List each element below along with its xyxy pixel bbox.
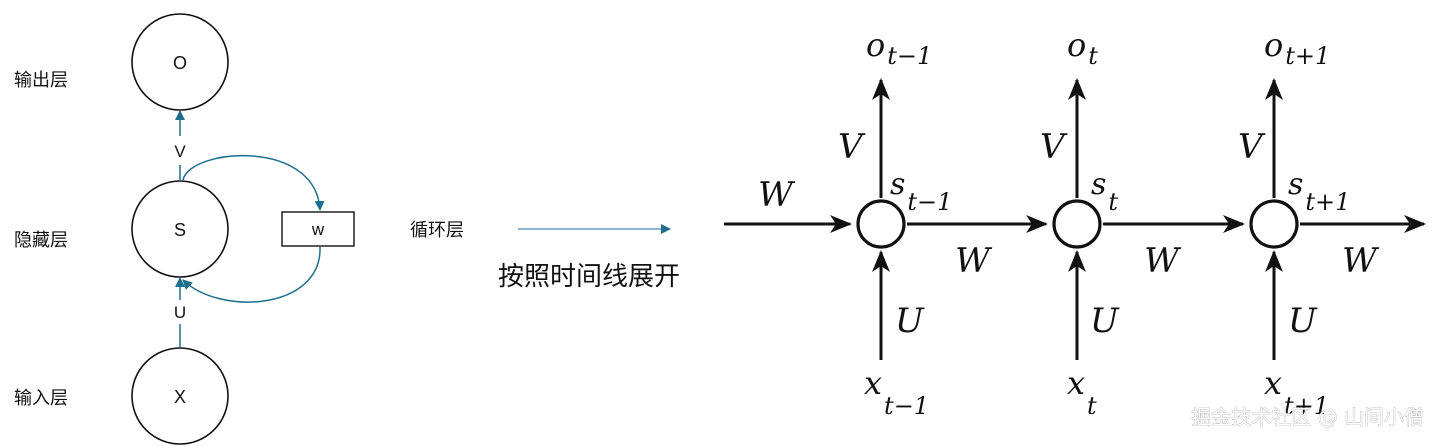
output-label: ot+1 bbox=[1264, 26, 1330, 70]
time-step-t: ot V st W U xt bbox=[1040, 26, 1245, 420]
state-label: st−1 bbox=[890, 167, 952, 216]
input-w-label: W bbox=[758, 175, 796, 215]
recurrent-loop-in bbox=[182, 246, 321, 303]
v-edge-label: V bbox=[174, 142, 186, 161]
w-label: W bbox=[1342, 241, 1380, 281]
time-step-t-plus-1: ot+1 V st+1 W U xt+1 bbox=[1238, 26, 1426, 420]
recurrent-loop-out bbox=[182, 154, 325, 211]
hidden-node-label: S bbox=[174, 220, 186, 240]
state-label: st+1 bbox=[1288, 167, 1350, 216]
u-label: U bbox=[1090, 301, 1120, 341]
v-label: V bbox=[838, 127, 866, 167]
v-label: V bbox=[1040, 127, 1068, 167]
input-label: xt+1 bbox=[1264, 364, 1329, 420]
state-node bbox=[1249, 199, 1299, 249]
u-label: U bbox=[1288, 301, 1318, 341]
time-step-t-minus-1: ot−1 V st−1 W U xt−1 bbox=[838, 26, 1048, 420]
unfold-transition: 按照时间线展开 bbox=[498, 224, 680, 292]
watermark: 掘金技术社区 @ 山间小僧 bbox=[1191, 405, 1424, 429]
u-edge-label: U bbox=[174, 303, 186, 322]
state-node bbox=[1052, 199, 1102, 249]
output-label: ot−1 bbox=[866, 26, 932, 70]
folded-rnn: 输出层 隐藏层 输入层 O S X V U w 循环层 bbox=[14, 13, 464, 445]
w-box bbox=[281, 211, 355, 247]
state-label: st bbox=[1091, 167, 1118, 216]
u-label: U bbox=[895, 301, 925, 341]
output-layer-label: 输出层 bbox=[14, 70, 68, 91]
output-node-label: O bbox=[173, 53, 187, 73]
unfold-caption: 按照时间线展开 bbox=[498, 262, 680, 292]
w-label: W bbox=[1144, 241, 1182, 281]
unfolded-rnn: W ot−1 V st−1 W U xt−1 ot V st W U xt bbox=[724, 26, 1426, 420]
w-label: W bbox=[955, 241, 993, 281]
input-node-label: X bbox=[174, 387, 186, 407]
state-node bbox=[856, 199, 906, 249]
input-layer-label: 输入层 bbox=[14, 388, 68, 409]
w-box-label: w bbox=[311, 220, 325, 239]
input-label: xt bbox=[1067, 364, 1097, 420]
input-label: xt−1 bbox=[864, 364, 929, 420]
output-label: ot bbox=[1067, 26, 1098, 70]
hidden-layer-label: 隐藏层 bbox=[14, 230, 68, 251]
recurrent-layer-label: 循环层 bbox=[410, 220, 464, 241]
v-label: V bbox=[1238, 127, 1266, 167]
